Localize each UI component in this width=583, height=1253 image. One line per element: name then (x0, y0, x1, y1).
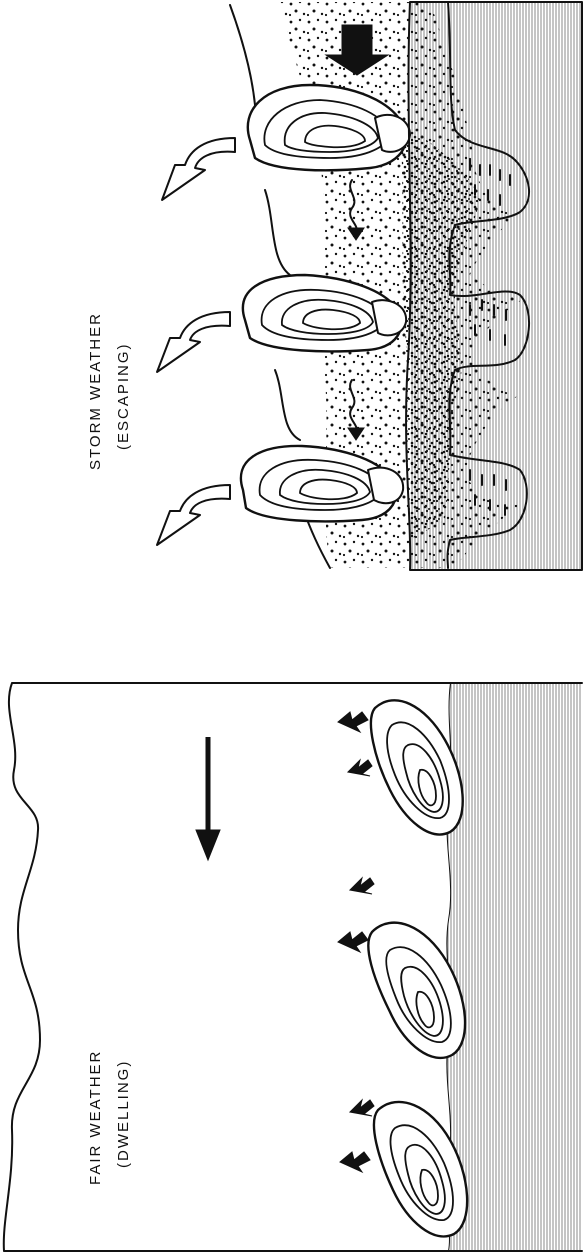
fair-title-line-2: (DWELLING) (115, 1060, 132, 1168)
fair-title-line-1: FAIR WEATHER (87, 1050, 104, 1185)
storm-escape-arrow-1 (162, 138, 235, 200)
fair-current-arrow (196, 737, 220, 860)
fair-weather-panel: FAIR WEATHER (DWELLING) (4, 683, 582, 1251)
storm-water-line-2 (265, 190, 290, 275)
storm-weather-panel: STORM WEATHER (ESCAPING) (87, 2, 582, 570)
storm-escape-arrow-3 (157, 485, 230, 545)
storm-title-line-1: STORM WEATHER (87, 312, 104, 470)
storm-escape-arrow-2 (157, 312, 230, 372)
storm-water-line-3 (275, 370, 300, 440)
fair-exhalant-arrows (338, 712, 370, 1172)
storm-title-line-2: (ESCAPING) (115, 342, 132, 450)
